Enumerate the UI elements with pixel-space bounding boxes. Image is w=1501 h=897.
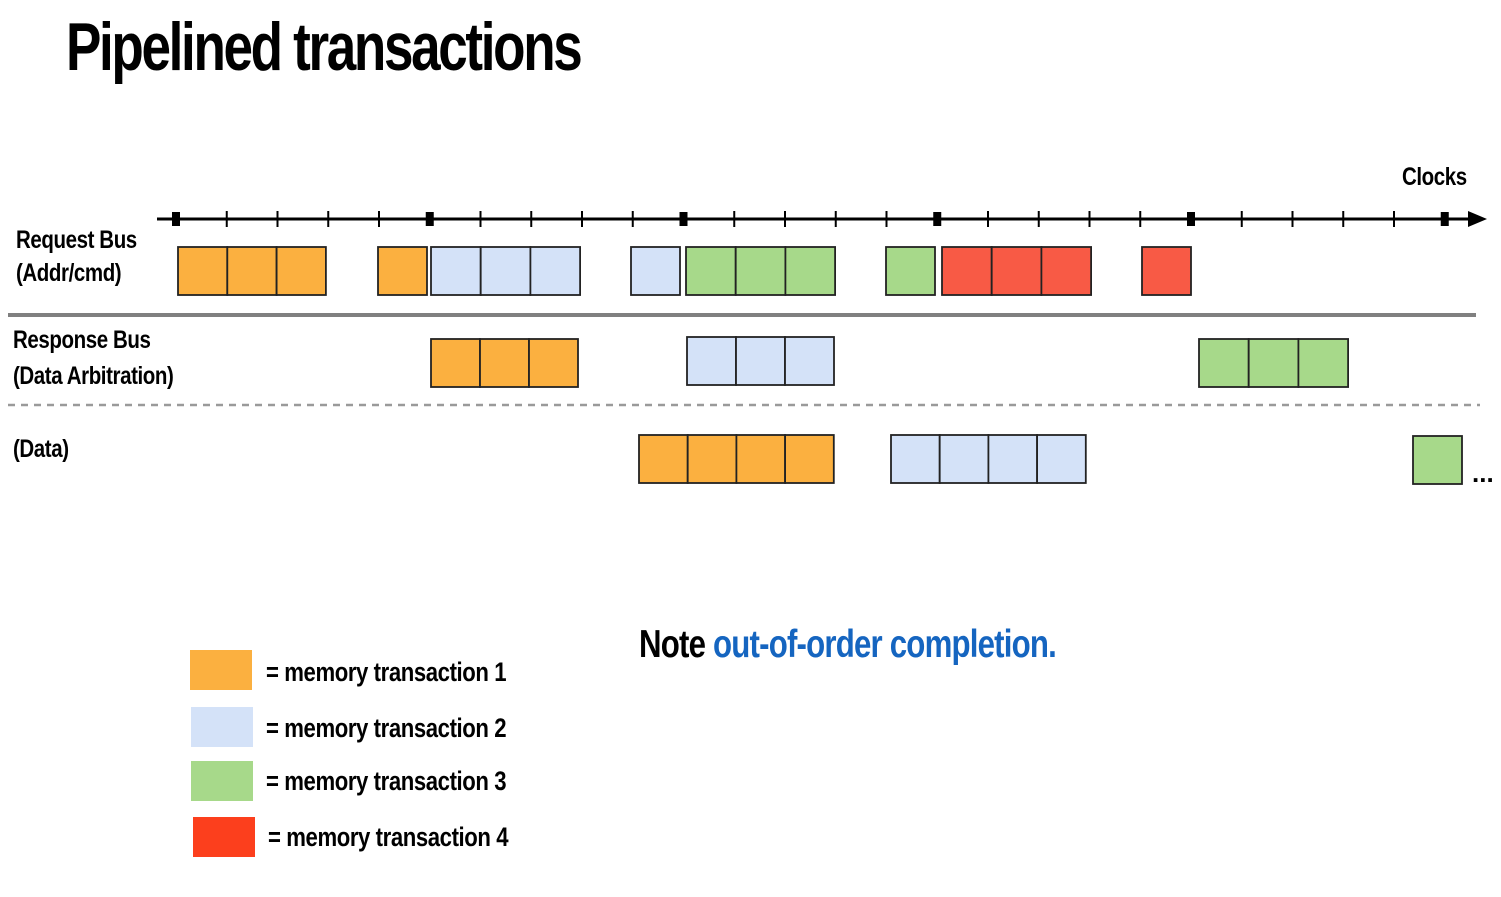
- row-label-response-bus-sub: (Data Arbitration): [13, 362, 174, 390]
- request-cell-t1: [226, 246, 278, 296]
- response-cell-t3: [1198, 338, 1250, 388]
- request-cell-t4: [1141, 246, 1192, 296]
- request-cell-t4: [1040, 246, 1093, 296]
- request-cell-t3: [784, 246, 837, 296]
- axis-arrowhead: [1468, 211, 1487, 227]
- major-tick: [933, 212, 942, 226]
- major-tick: [1187, 212, 1195, 226]
- data-cell-t2: [1036, 434, 1087, 484]
- data-cell-t1: [784, 434, 835, 484]
- legend-swatch-t2: [191, 707, 253, 747]
- response-cell-t2: [686, 336, 737, 386]
- request-cell-t1: [275, 246, 327, 296]
- axis-label-clocks: Clocks: [1402, 163, 1467, 191]
- request-cell-t2: [479, 246, 532, 296]
- data-cell-t2: [890, 434, 941, 484]
- response-cell-t1: [430, 338, 481, 388]
- legend-label-t3: = memory transaction 3: [266, 766, 507, 796]
- row-label-data: (Data): [13, 435, 69, 463]
- data-cell-t1: [686, 434, 738, 484]
- clock-axis: [157, 211, 1487, 227]
- request-cell-t4: [990, 246, 1043, 296]
- data-cell-t2: [938, 434, 990, 484]
- response-cell-t1: [528, 338, 579, 388]
- legend-label-t4: = memory transaction 4: [268, 822, 509, 852]
- major-tick: [1440, 212, 1449, 226]
- note-prefix: Note: [639, 623, 713, 666]
- row-label-response-bus: Response Bus: [13, 326, 151, 354]
- request-cell-t4: [941, 246, 993, 296]
- page-title: Pipelined transactions: [66, 9, 583, 85]
- major-tick: [679, 212, 688, 226]
- request-cell-t3: [734, 246, 787, 296]
- data-cell-t1: [735, 434, 787, 484]
- legend-swatch-t4: [193, 817, 255, 857]
- major-tick: [425, 212, 434, 226]
- row-label-request-bus-sub: (Addr/cmd): [16, 259, 122, 287]
- data-cell-t2: [987, 434, 1039, 484]
- request-cell-t3: [685, 246, 737, 296]
- major-tick: [172, 212, 180, 226]
- response-cell-t2: [784, 336, 835, 386]
- response-cell-t3: [1297, 338, 1350, 388]
- data-cell-t1: [638, 434, 689, 484]
- legend-swatch-t3: [191, 761, 253, 801]
- legend-label-t1: = memory transaction 1: [266, 657, 507, 687]
- response-cell-t2: [735, 336, 786, 386]
- response-cell-t1: [479, 338, 530, 388]
- request-cell-t2: [529, 246, 582, 296]
- legend-swatch-t1: [190, 650, 252, 690]
- legend-label-t2: = memory transaction 2: [266, 713, 507, 743]
- note-highlight: out-of-order completion.: [713, 623, 1057, 666]
- transaction-cells: [177, 246, 1463, 485]
- response-cell-t3: [1247, 338, 1300, 388]
- row-separators: [8, 313, 1480, 407]
- request-cell-t1: [377, 246, 428, 296]
- note-text: Note out-of-order completion.: [639, 623, 1057, 667]
- request-cell-t1: [177, 246, 229, 296]
- row-label-request-bus: Request Bus: [16, 226, 137, 254]
- data-cell-t3: [1412, 435, 1463, 485]
- continuation-ellipsis: ...: [1472, 458, 1494, 488]
- request-cell-t2: [430, 246, 482, 296]
- request-cell-t2: [630, 246, 681, 296]
- request-cell-t3: [885, 246, 936, 296]
